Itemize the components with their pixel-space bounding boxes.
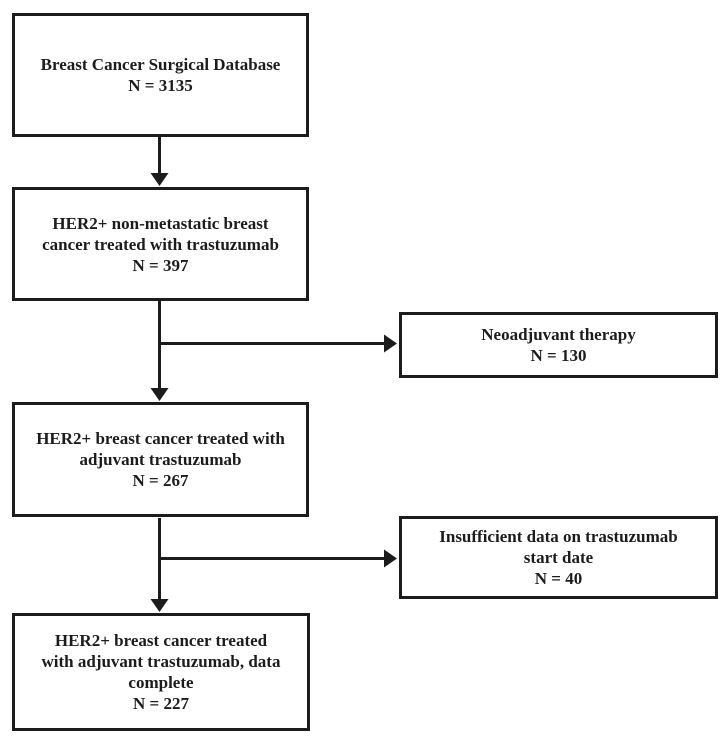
node-count: N = 3135 bbox=[128, 76, 193, 95]
flow-node-database: Breast Cancer Surgical Database N = 3135 bbox=[12, 13, 309, 137]
flow-node-her2-nonmetastatic: HER2+ non-metastatic breast cancer treat… bbox=[12, 187, 309, 301]
connector-database-to-her2 bbox=[150, 137, 169, 186]
connector-branch-to-neoadjuvant bbox=[159, 334, 397, 353]
flow-node-insufficient-data-exclusion: Insufficient data on trastuzumab start d… bbox=[399, 516, 718, 599]
node-count: N = 397 bbox=[132, 255, 189, 275]
node-label: Breast Cancer Surgical Database bbox=[40, 55, 281, 74]
node-label: Neoadjuvant therapy bbox=[481, 325, 636, 344]
node-count: N = 267 bbox=[132, 471, 189, 490]
node-label: Insufficient data on trastuzumab start d… bbox=[439, 527, 678, 567]
connector-branch-to-insufficient bbox=[159, 549, 397, 568]
connector-adjuvant-to-complete bbox=[150, 518, 169, 612]
node-count: N = 130 bbox=[530, 346, 587, 365]
node-label: HER2+ breast cancer treated with adjuvan… bbox=[36, 429, 285, 469]
connector-her2-to-adjuvant bbox=[150, 301, 169, 401]
flow-node-neoadjuvant-exclusion: Neoadjuvant therapy N = 130 bbox=[399, 312, 718, 378]
node-count: N = 227 bbox=[133, 694, 189, 713]
flow-node-data-complete: HER2+ breast cancer treated with adjuvan… bbox=[12, 613, 310, 731]
node-label: HER2+ non-metastatic breast cancer treat… bbox=[42, 213, 279, 254]
node-label: HER2+ breast cancer treated with adjuvan… bbox=[41, 631, 281, 692]
node-count: N = 40 bbox=[534, 569, 583, 588]
flow-node-adjuvant-trastuzumab: HER2+ breast cancer treated with adjuvan… bbox=[12, 402, 309, 517]
